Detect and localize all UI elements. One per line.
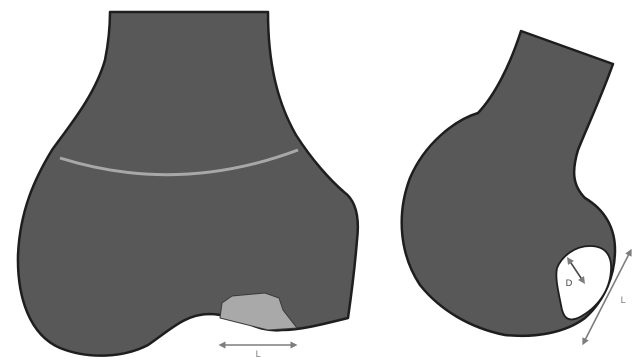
femur-front-outline — [18, 12, 358, 356]
front-view: L — [18, 12, 358, 360]
side-length-label: L — [620, 296, 625, 306]
side-depth-label: D — [566, 279, 573, 289]
front-length-measure: L — [222, 345, 294, 360]
side-view: D L — [402, 31, 630, 342]
front-length-label: L — [255, 350, 260, 360]
